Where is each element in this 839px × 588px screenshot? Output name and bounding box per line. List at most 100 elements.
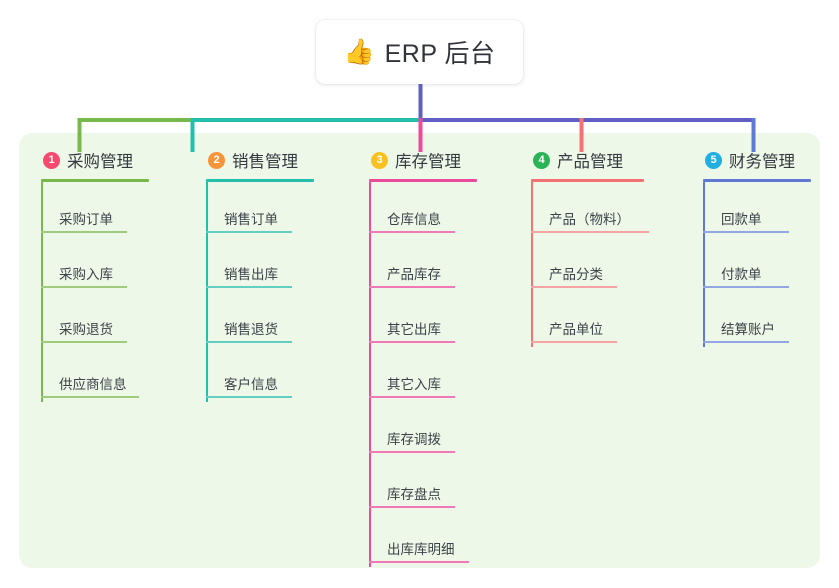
child-label: 供应商信息 xyxy=(59,377,127,392)
branch-children-2: 销售订单 销售出库 销售退货 客户信息 xyxy=(206,182,334,402)
child-item[interactable]: 回款单 xyxy=(703,182,831,237)
child-label: 销售订单 xyxy=(224,212,278,227)
child-rule xyxy=(41,286,127,288)
child-rule xyxy=(531,286,617,288)
child-label: 销售出库 xyxy=(224,267,278,282)
child-rule xyxy=(206,231,292,233)
child-item[interactable]: 销售订单 xyxy=(206,182,334,237)
child-label: 库存调拨 xyxy=(387,432,441,447)
child-label: 其它入库 xyxy=(387,377,441,392)
branch-spine-1 xyxy=(41,182,43,402)
child-label: 产品库存 xyxy=(387,267,441,282)
child-rule xyxy=(369,396,455,398)
branch-header-4[interactable]: 4 产品管理 xyxy=(531,148,671,172)
branch-children-5: 回款单 付款单 结算账户 xyxy=(703,182,831,347)
child-rule xyxy=(369,561,469,563)
child-item[interactable]: 结算账户 xyxy=(703,292,831,347)
child-label: 销售退货 xyxy=(224,322,278,337)
branch-column-1: 1 采购管理 采购订单 采购入库 采购退货 供应商信息 xyxy=(41,148,169,402)
child-item[interactable]: 库存盘点 xyxy=(369,457,497,512)
child-item[interactable]: 客户信息 xyxy=(206,347,334,402)
branch-children-3: 仓库信息 产品库存 其它出库 其它入库 库存调拨 库存盘点 xyxy=(369,182,497,567)
branch-badge-4: 4 xyxy=(533,151,550,169)
child-rule xyxy=(206,341,292,343)
root-node[interactable]: 👍 ERP 后台 xyxy=(316,20,523,84)
child-label: 出库库明细 xyxy=(387,542,455,557)
branches-panel xyxy=(19,133,820,568)
child-item[interactable]: 供应商信息 xyxy=(41,347,169,402)
child-label: 采购退货 xyxy=(59,322,113,337)
child-item[interactable]: 销售退货 xyxy=(206,292,334,347)
branch-label-1: 采购管理 xyxy=(67,153,133,171)
child-label: 产品单位 xyxy=(549,322,603,337)
branch-column-2: 2 销售管理 销售订单 销售出库 销售退货 客户信息 xyxy=(206,148,334,402)
branch-badge-5: 5 xyxy=(705,151,722,169)
child-item[interactable]: 其它出库 xyxy=(369,292,497,347)
branch-label-4: 产品管理 xyxy=(557,153,623,171)
root-title: ERP 后台 xyxy=(384,40,496,68)
child-label: 采购订单 xyxy=(59,212,113,227)
branch-header-5[interactable]: 5 财务管理 xyxy=(703,148,831,172)
child-rule xyxy=(531,231,649,233)
child-label: 回款单 xyxy=(721,212,762,227)
branch-spine-4 xyxy=(531,182,533,347)
child-rule xyxy=(41,231,127,233)
child-item[interactable]: 付款单 xyxy=(703,237,831,292)
branch-badge-3: 3 xyxy=(371,151,388,169)
child-rule xyxy=(369,341,455,343)
child-item[interactable]: 出库库明细 xyxy=(369,512,497,567)
child-item[interactable]: 采购入库 xyxy=(41,237,169,292)
branch-header-1[interactable]: 1 采购管理 xyxy=(41,148,169,172)
branch-children-4: 产品（物料） 产品分类 产品单位 xyxy=(531,182,671,347)
branch-label-5: 财务管理 xyxy=(729,153,795,171)
child-label: 产品（物料） xyxy=(549,212,630,227)
child-rule xyxy=(41,396,139,398)
child-rule xyxy=(369,286,455,288)
branch-children-1: 采购订单 采购入库 采购退货 供应商信息 xyxy=(41,182,169,402)
thumbs-up-icon: 👍 xyxy=(343,37,375,66)
branch-column-4: 4 产品管理 产品（物料） 产品分类 产品单位 xyxy=(531,148,671,347)
child-rule xyxy=(206,286,292,288)
child-item[interactable]: 仓库信息 xyxy=(369,182,497,237)
branch-spine-3 xyxy=(369,182,371,567)
branch-badge-2: 2 xyxy=(208,151,225,169)
child-rule xyxy=(369,506,455,508)
branch-column-5: 5 财务管理 回款单 付款单 结算账户 xyxy=(703,148,831,347)
child-rule xyxy=(206,396,292,398)
child-label: 采购入库 xyxy=(59,267,113,282)
child-label: 产品分类 xyxy=(549,267,603,282)
child-rule xyxy=(369,451,455,453)
child-label: 仓库信息 xyxy=(387,212,441,227)
child-label: 客户信息 xyxy=(224,377,278,392)
branch-spine-5 xyxy=(703,182,705,347)
child-item[interactable]: 产品（物料） xyxy=(531,182,671,237)
child-rule xyxy=(531,341,617,343)
branch-label-3: 库存管理 xyxy=(395,153,461,171)
branch-label-2: 销售管理 xyxy=(232,153,298,171)
child-rule xyxy=(703,231,789,233)
child-label: 付款单 xyxy=(721,267,762,282)
child-item[interactable]: 库存调拨 xyxy=(369,402,497,457)
child-item[interactable]: 产品单位 xyxy=(531,292,671,347)
branch-header-3[interactable]: 3 库存管理 xyxy=(369,148,497,172)
child-item[interactable]: 采购退货 xyxy=(41,292,169,347)
child-label: 库存盘点 xyxy=(387,487,441,502)
child-rule xyxy=(41,341,127,343)
child-item[interactable]: 产品分类 xyxy=(531,237,671,292)
branch-column-3: 3 库存管理 仓库信息 产品库存 其它出库 其它入库 库存调拨 xyxy=(369,148,497,567)
child-rule xyxy=(369,231,455,233)
child-item[interactable]: 产品库存 xyxy=(369,237,497,292)
branch-rule-3 xyxy=(369,179,477,182)
branch-badge-1: 1 xyxy=(43,151,60,169)
branch-rule-4 xyxy=(531,179,644,182)
child-item[interactable]: 采购订单 xyxy=(41,182,169,237)
child-item[interactable]: 其它入库 xyxy=(369,347,497,402)
branch-rule-1 xyxy=(41,179,149,182)
branch-header-2[interactable]: 2 销售管理 xyxy=(206,148,334,172)
child-item[interactable]: 销售出库 xyxy=(206,237,334,292)
child-label: 结算账户 xyxy=(721,322,775,337)
child-label: 其它出库 xyxy=(387,322,441,337)
branch-rule-2 xyxy=(206,179,314,182)
